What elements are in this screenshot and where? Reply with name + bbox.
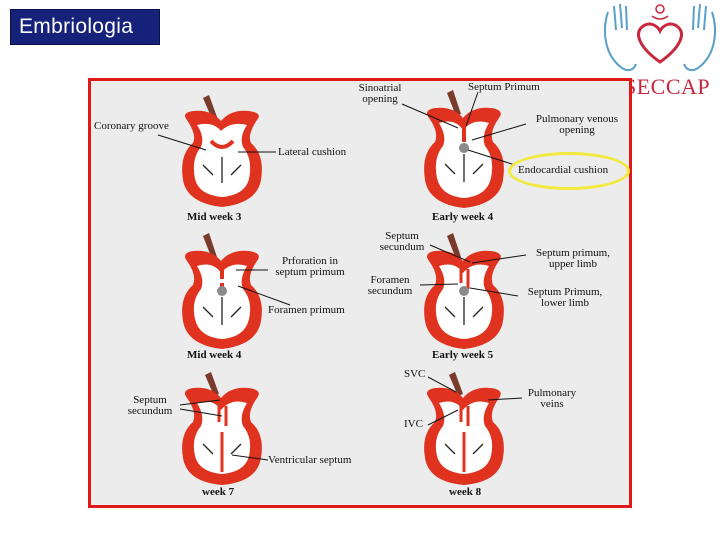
label-septum-secundum-mid: Septum secundum [372,231,432,253]
label-line: opening [527,125,627,136]
caption-week-7: week 7 [202,486,234,498]
label-sinoatrial-opening: Sinoatrial opening [350,83,410,105]
heart-week-7 [177,372,267,487]
label-pulmonary-veins: Pulmonary veins [520,388,584,410]
label-svc: SVC [404,369,425,380]
heart-week-8 [419,372,509,487]
caption-early-week-5: Early week 5 [432,349,493,361]
heart-early-week-5 [419,233,509,351]
label-line: secundum [120,406,180,417]
heart-mid-week-4 [177,233,267,351]
label-foramen-primum: Foramen primum [268,305,345,316]
logo-text: SECCAP [624,74,710,100]
label-septum-primum: Septum Primum [468,82,540,93]
label-septum-primum-lower: Septum Primum, lower limb [518,287,612,309]
label-line: lower limb [518,298,612,309]
label-lateral-cushion: Lateral cushion [278,147,346,158]
heart-mid-week-3 [177,95,267,210]
label-line: opening [350,94,410,105]
label-ventricular-septum: Ventricular septum [268,455,351,466]
label-septum-secundum-left: Septum secundum [120,395,180,417]
label-line: septum primum [268,267,352,278]
label-coronary-groove: Coronary groove [94,121,169,132]
highlight-ellipse [508,152,630,190]
label-prforation: Prforation in septum primum [268,256,352,278]
label-foramen-secundum: Foramen secundum [360,275,420,297]
caption-week-8: week 8 [449,486,481,498]
label-ivc: IVC [404,419,423,430]
label-line: secundum [372,242,432,253]
caption-mid-week-4: Mid week 4 [187,349,241,361]
label-line: secundum [360,286,420,297]
label-pulmonary-venous-opening: Pulmonary venous opening [527,114,627,136]
label-line: veins [520,399,584,410]
title-box: Embriologia [10,9,160,45]
caption-mid-week-3: Mid week 3 [187,211,241,223]
caption-early-week-4: Early week 4 [432,211,493,223]
slide-title: Embriologia [19,15,133,39]
label-septum-primum-upper: Septum primum, upper limb [526,248,620,270]
heart-early-week-4 [419,90,509,210]
label-line: upper limb [526,259,620,270]
